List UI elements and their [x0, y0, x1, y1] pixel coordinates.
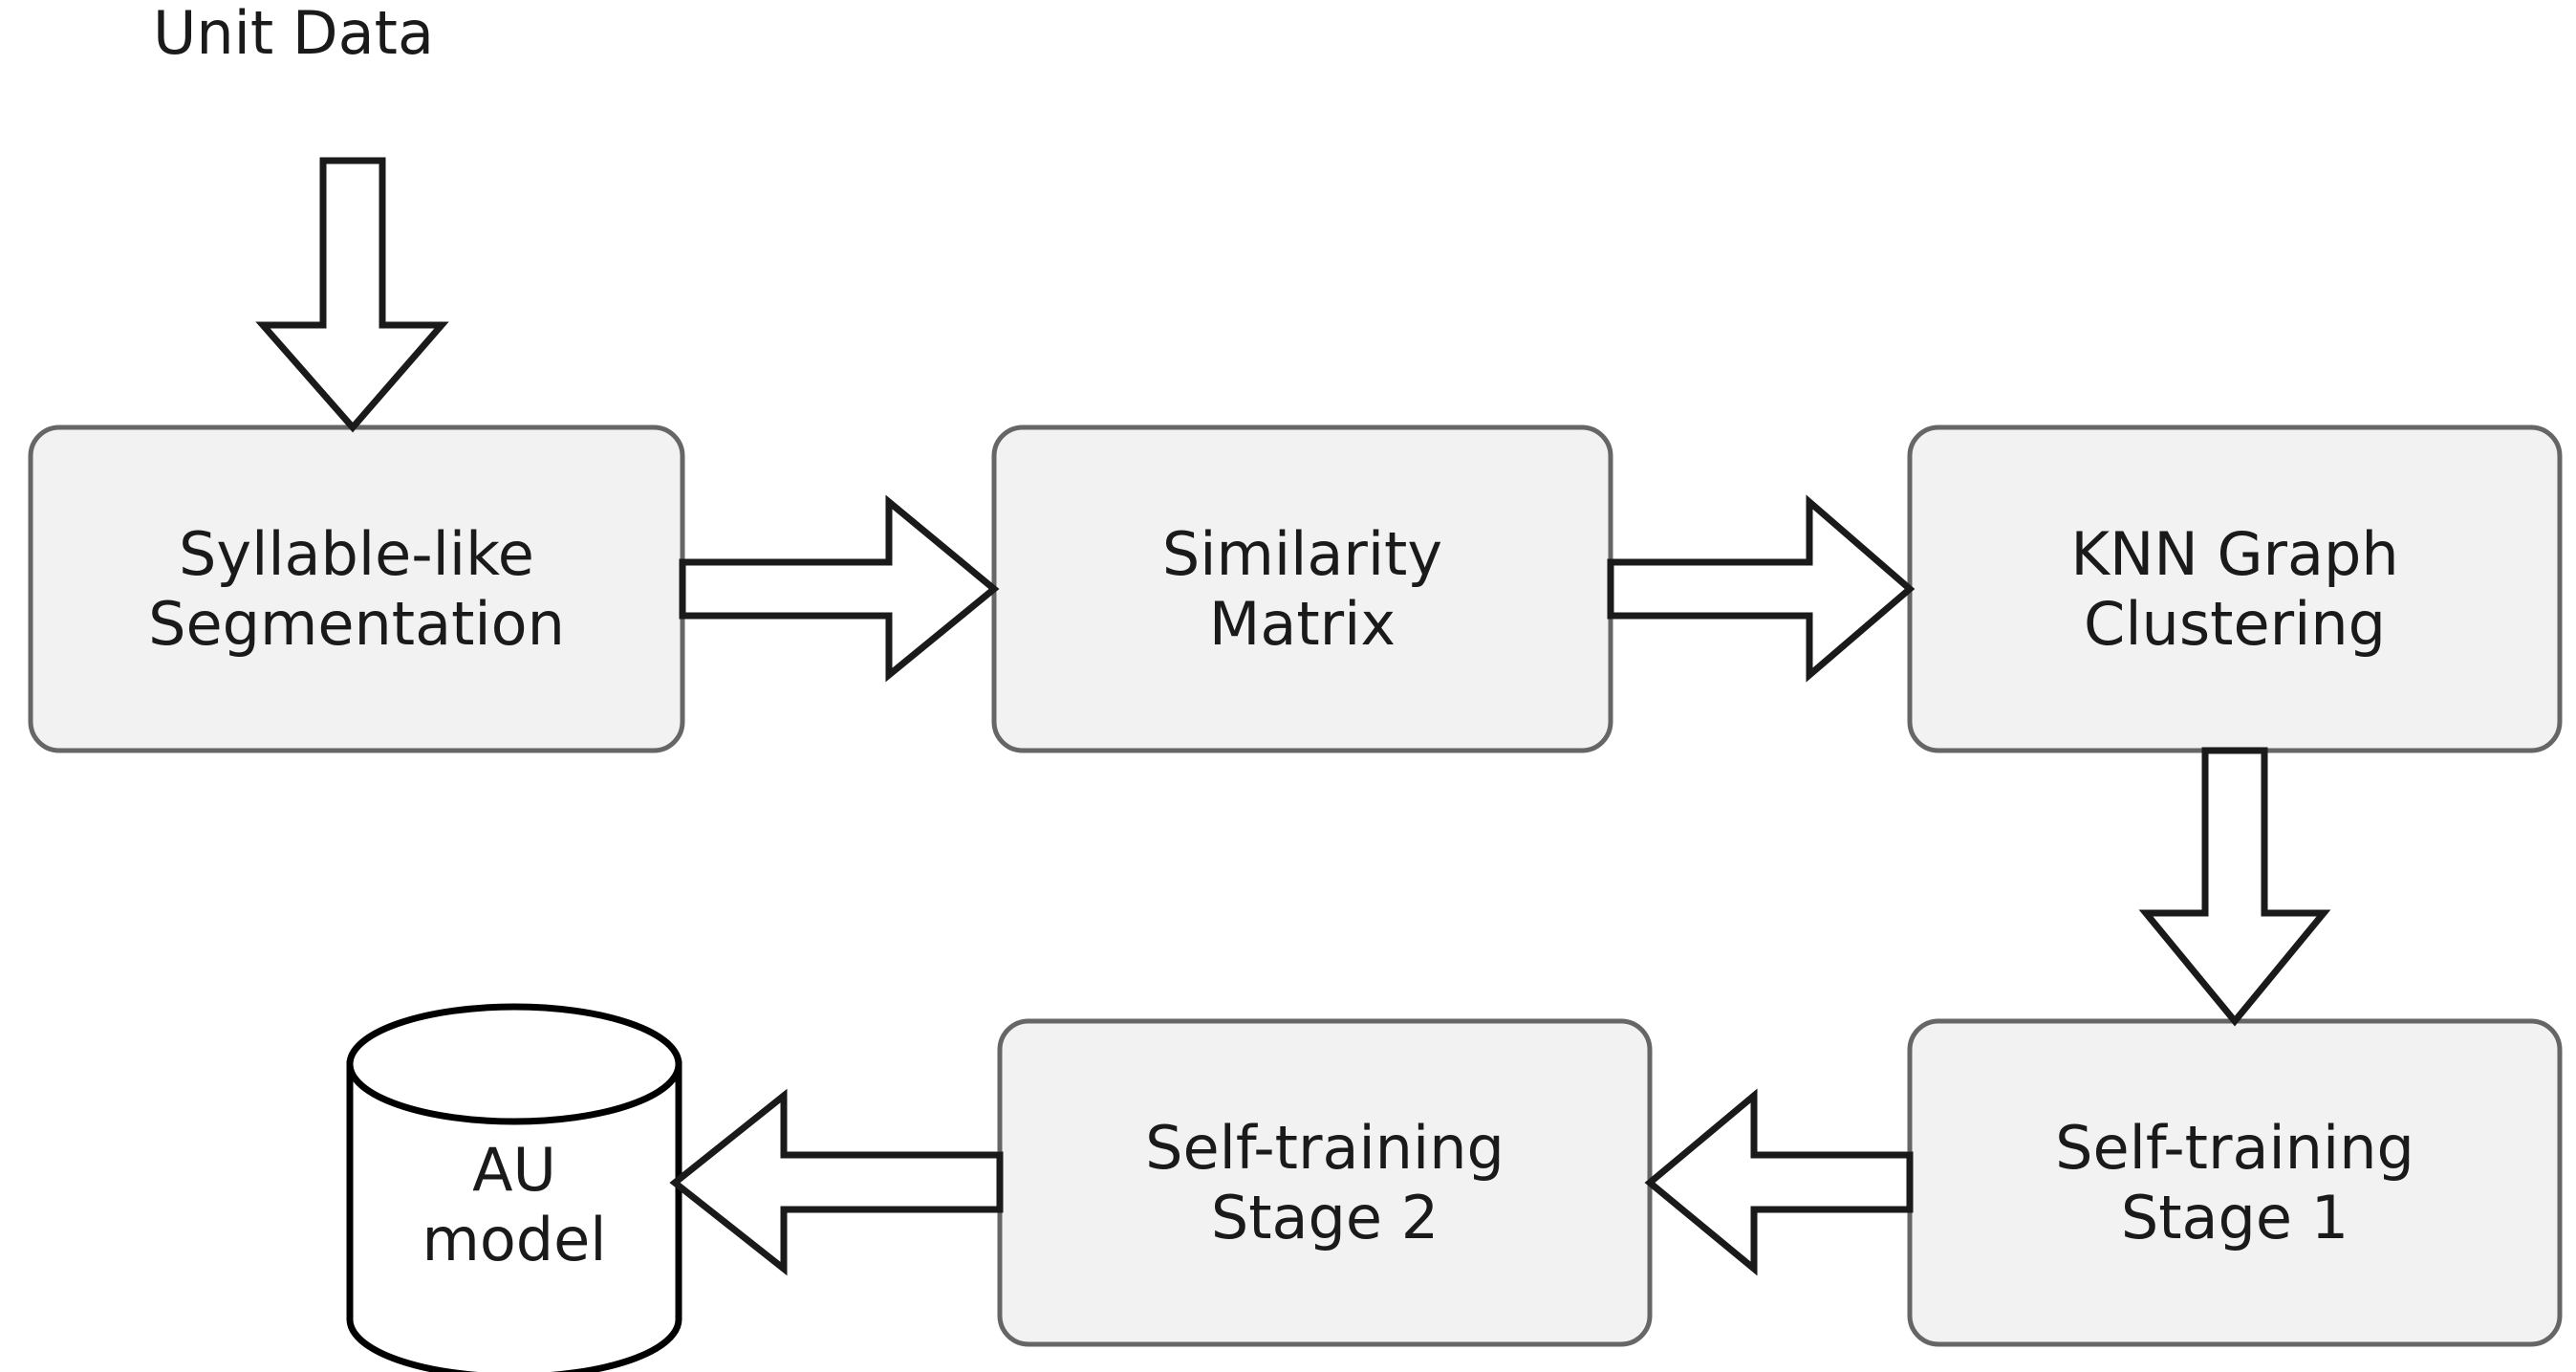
node-knn-graph-clustering[interactable]: [1907, 425, 2563, 753]
unit-data-caption: Unit Data: [153, 0, 434, 68]
node-shape-knn-graph-clustering: [1907, 425, 2563, 753]
arrow-syllable-to-similarity-right-icon: [679, 494, 1000, 683]
node-shape-self-training-stage-2: [997, 1018, 1653, 1347]
node-self-training-stage-2[interactable]: [997, 1018, 1653, 1347]
node-similarity-matrix[interactable]: [991, 425, 1613, 753]
cylinder-top-au-model: [346, 1003, 682, 1125]
node-au-model[interactable]: [346, 1003, 682, 1372]
cylinder-body-au-model: [346, 1060, 682, 1372]
arrow-stage1-to-stage2-left-icon: [1644, 1088, 1914, 1276]
node-shape-self-training-stage-1: [1907, 1018, 2563, 1347]
arrow-similarity-to-knn-right-icon: [1607, 494, 1916, 683]
arrow-knn-to-stage1-down-icon: [2138, 747, 2331, 1027]
node-shape-syllable-segmentation: [28, 425, 685, 753]
node-syllable-segmentation[interactable]: [28, 425, 685, 753]
node-shape-similarity-matrix: [991, 425, 1613, 753]
arrow-stage2-to-au-model-left-icon: [669, 1088, 1004, 1276]
node-self-training-stage-1[interactable]: [1907, 1018, 2563, 1347]
arrow-unit-data-to-syllable-down-icon: [255, 157, 449, 433]
